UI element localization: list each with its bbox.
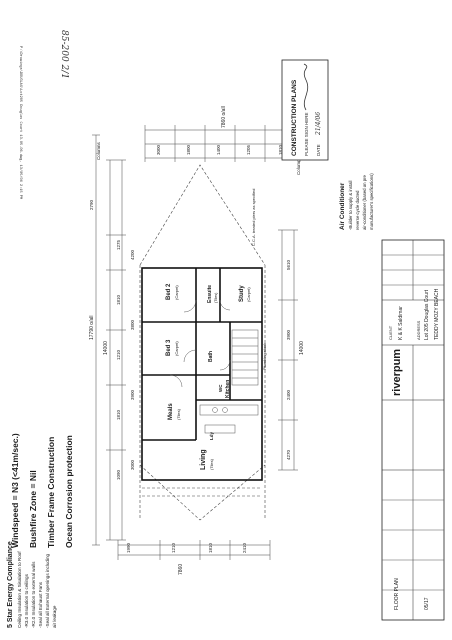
bottom-total-dim: 14000 <box>299 341 305 355</box>
top-dim-value: 4200 <box>130 249 135 260</box>
room-bath: Bath <box>208 351 214 362</box>
right-dim-value: 1400 <box>216 144 221 155</box>
plumbing-stack-note: Plumbing stack <box>262 343 267 370</box>
room-bed3: Bed 3 <box>166 339 172 356</box>
room-floor-finish: (Carpet) <box>174 341 179 356</box>
client-name: K & K Saldimar <box>398 306 404 340</box>
left-total-dim: 7860 <box>178 564 184 575</box>
address-label: ADDRESS <box>416 320 421 340</box>
top-total-dim: 17790 o/all <box>89 316 95 340</box>
energy-line: -Seal all External openings including <box>45 553 50 628</box>
top-dim-value: 1090 <box>116 469 121 480</box>
print-stamp: P:\Drawings\DOUGLAS\Lot205 Douglas Court… <box>18 46 23 199</box>
right-dim-value: 1810 <box>278 144 283 155</box>
room-study: Study <box>239 285 245 302</box>
bottom-dim-value: 4270 <box>286 449 291 460</box>
top-dim-value: 3000 <box>130 459 135 470</box>
bottom-dim-value: 3900 <box>286 329 291 340</box>
columns-label: Columns <box>296 156 301 175</box>
frame-note: Timber Frame Construction <box>46 437 56 548</box>
right-dim-value: 1800 <box>186 144 191 155</box>
energy-compliance: 5 Star Energy Compliance Ceiling Insulat… <box>7 541 57 628</box>
energy-line: -R3.0 Insulation to ceilings <box>24 573 29 628</box>
dimension-left: 1990 1210 1810 2410 7860 <box>117 540 271 575</box>
top-col-dim: 2790 <box>89 199 94 210</box>
dimension-right: 7860 o/all 3000 1800 1400 1205 1810 Colu… <box>144 106 301 175</box>
top-span-dim: 14000 <box>103 341 109 355</box>
left-dim-value: 2410 <box>242 542 247 553</box>
energy-line: -R2.0 Insulation to external walls <box>31 561 36 628</box>
room-floor-finish: (Carpet) <box>246 287 251 302</box>
dimension-bottom: 4270 2400 3900 5610 14000 <box>278 229 305 471</box>
room-floor-finish: (Tiles) <box>176 408 181 420</box>
room-wc: WC <box>218 384 223 392</box>
drawing-title: FLOOR PLAN <box>394 578 400 610</box>
bottom-dim-value: 5610 <box>286 259 291 270</box>
top-dim-value: 3900 <box>130 389 135 400</box>
room-ensuite: Ensuite <box>207 285 213 303</box>
title-block: riverpum CLIENT K & K Saldimar ADDRESS L… <box>381 239 445 621</box>
site-notes: Windspeed = N3 (<41m/sec.) Bushfire Zone… <box>10 433 74 548</box>
floor-plan: Bed 2 (Carpet) Ensuite (Tiles) Study (Ca… <box>139 164 267 521</box>
energy-title: 5 Star Energy Compliance <box>7 541 14 628</box>
left-dim-value: 1210 <box>171 542 176 553</box>
job-number: 05/17 <box>424 597 430 610</box>
top-dim-value: 3800 <box>130 319 135 330</box>
ac-line: air-conditioner (based on pre <box>362 174 367 230</box>
dimension-top: 17790 o/all 14000 1090 1810 1210 1810 12… <box>89 134 135 546</box>
bottom-dim-value: 2400 <box>286 389 291 400</box>
suburb-value: TEDDY MOZY BEACH <box>434 288 440 340</box>
room-living: Living <box>200 449 207 470</box>
corrosion-note: Ocean Corrosion protection <box>64 435 74 548</box>
address-value: Lot 205 Douglas Court <box>424 289 430 340</box>
ac-line: -Builder to supply & install <box>348 181 353 230</box>
room-kitchen: Kitchen <box>225 380 231 398</box>
top-dim-value: 1810 <box>116 409 121 420</box>
room-floor-finish: (Tiles) <box>209 458 214 470</box>
top-dim-value: 1275 <box>116 239 121 250</box>
energy-line: -Seal all Exhaust Fans <box>38 581 43 628</box>
columns-label: Columns <box>96 141 101 160</box>
client-label: CLIENT <box>388 325 393 340</box>
date-value: 21/4/06 <box>315 112 322 136</box>
handwritten-note: 85-200 2/1 <box>59 30 69 79</box>
left-dim-value: 1990 <box>126 542 131 553</box>
top-dim-value: 1210 <box>116 349 121 360</box>
energy-line: Ceiling Insulation & Sisalation to Roof <box>17 551 22 628</box>
top-dim-value: 1810 <box>116 294 121 305</box>
bushfire-note: Bushfire Zone = Nil <box>28 470 38 548</box>
room-floor-finish: (Tiles) <box>214 292 218 303</box>
ac-line: reverse cycle ducted <box>355 190 360 230</box>
air-conditioner-note: Air Conditioner -Builder to supply & ins… <box>339 173 374 230</box>
ac-title: Air Conditioner <box>339 182 346 230</box>
construction-plans-title: CONSTRUCTION PLANS <box>291 79 298 156</box>
wind-speed-note: Windspeed = N3 (<41m/sec.) <box>10 433 20 548</box>
company-logo: riverpum <box>391 349 403 396</box>
right-dim-value: 3000 <box>156 144 161 155</box>
right-dim-value: 1205 <box>246 144 251 155</box>
room-meals: Meals <box>168 403 174 420</box>
construction-plans-box: CONSTRUCTION PLANS PLEASE SIGN HERE DATE… <box>281 59 329 161</box>
room-bed2: Bed 2 <box>166 283 172 300</box>
energy-line: air leakage <box>52 605 57 628</box>
room-floor-finish: (Carpet) <box>174 285 179 300</box>
ac-line: manufacturer's specifications) <box>369 173 374 230</box>
date-label: DATE <box>316 144 321 156</box>
cca-note: C.C.A. treated piers as specified <box>251 189 256 246</box>
room-laundry: Ldy <box>209 432 214 440</box>
sign-label: PLEASE SIGN HERE <box>304 112 309 156</box>
right-total-dim: 7860 o/all <box>221 106 227 128</box>
signature <box>303 63 309 111</box>
left-dim-value: 1810 <box>208 542 213 553</box>
